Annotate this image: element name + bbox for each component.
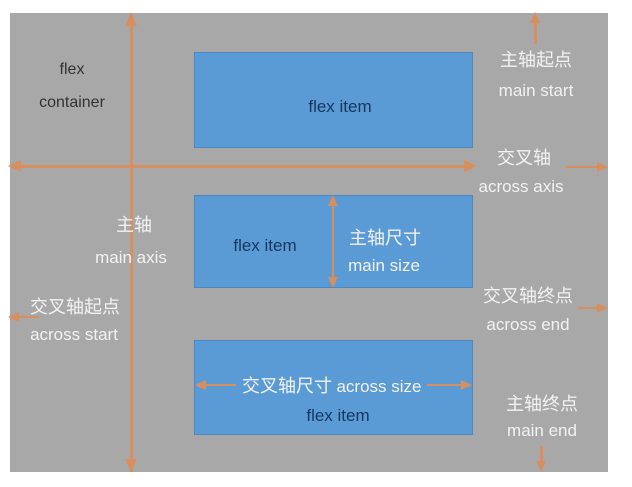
cross-axis-label-en: across axis [478, 177, 564, 196]
main-start-arrow-icon [530, 12, 540, 23]
cross-end-line [578, 307, 599, 309]
cross-axis-arrow-right-icon [464, 160, 477, 172]
main-end-label-en: main end [507, 421, 577, 440]
cross-start-arrow-icon [8, 312, 19, 322]
cross-size-label-zh: 交叉轴尺寸 [242, 376, 332, 396]
cross-start-label-en: across start [30, 325, 118, 344]
main-size-label-en: main size [348, 256, 420, 275]
cross-size-label-en: across size [336, 377, 422, 396]
cross-size-arrow-left-icon [195, 380, 206, 390]
cross-end-label-en: across end [486, 315, 570, 334]
cross-start-label-zh: 交叉轴起点 [30, 297, 120, 317]
flex-item-2-label: flex item [233, 236, 297, 255]
cross-axis-line [14, 165, 470, 168]
main-size-label-zh: 主轴尺寸 [349, 228, 421, 248]
flex-container-label-line2: container [39, 94, 105, 111]
main-axis-label-zh: 主轴 [116, 215, 152, 235]
cross-axis-continuation-arrow-icon [597, 162, 608, 172]
cross-size-label: 交叉轴尺寸 across size [236, 372, 428, 398]
cross-start-line [17, 316, 39, 318]
main-start-label-en: main start [498, 81, 574, 100]
main-axis-arrow-down-icon [125, 459, 137, 472]
main-end-arrow-icon [536, 461, 546, 472]
main-axis-label-en: main axis [95, 248, 167, 267]
main-axis-line [130, 13, 133, 472]
main-start-line [534, 21, 537, 44]
main-size-line [332, 199, 334, 285]
flex-item-1-label: flex item [308, 97, 372, 116]
cross-axis-continuation-line [566, 166, 598, 168]
main-start-label-zh: 主轴起点 [500, 50, 572, 70]
main-size-arrow-down-icon [328, 277, 338, 288]
cross-size-arrow-right-icon [461, 380, 472, 390]
main-axis-arrow-up-icon [125, 13, 137, 26]
cross-end-arrow-icon [597, 303, 608, 313]
flex-item-3-label: flex item [306, 406, 370, 425]
cross-axis-arrow-left-icon [8, 160, 21, 172]
cross-end-label-zh: 交叉轴终点 [483, 286, 573, 306]
flex-item-box-1 [194, 52, 473, 148]
main-end-label-zh: 主轴终点 [506, 394, 578, 414]
main-end-line [540, 446, 543, 463]
flex-container-label-line1: flex [59, 61, 85, 78]
cross-axis-label-zh: 交叉轴 [497, 148, 551, 168]
main-size-arrow-up-icon [328, 195, 338, 206]
